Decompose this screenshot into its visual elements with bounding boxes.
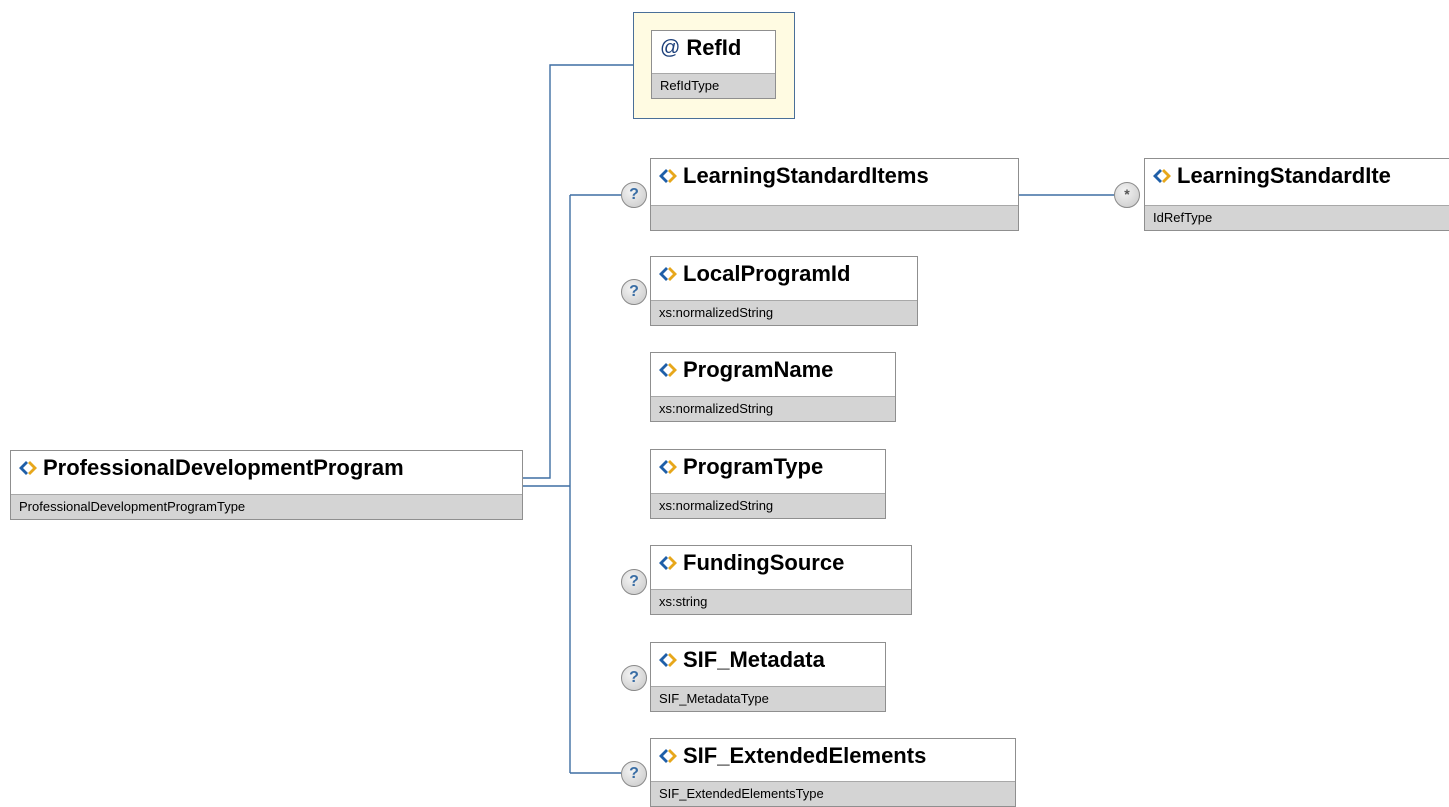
attribute-type: RefIdType bbox=[652, 73, 775, 98]
child-element-sif-extendedelements[interactable]: SIF_ExtendedElements SIF_ExtendedElement… bbox=[650, 738, 1016, 807]
child-element-programname[interactable]: ProgramName xs:normalizedString bbox=[650, 352, 896, 422]
attribute-group: @ RefId RefIdType bbox=[633, 12, 795, 119]
child-element-type: xs:normalizedString bbox=[651, 396, 895, 421]
child-element-sif-metadata[interactable]: SIF_Metadata SIF_MetadataType bbox=[650, 642, 886, 712]
element-icon bbox=[659, 653, 677, 667]
element-icon bbox=[659, 267, 677, 281]
attribute-name: RefId bbox=[686, 35, 742, 60]
child-element-type: SIF_MetadataType bbox=[651, 686, 885, 711]
optional-badge-icon: ? bbox=[621, 569, 647, 595]
child-element-name: SIF_ExtendedElements bbox=[683, 743, 927, 768]
child-element-learningstandarditems[interactable]: LearningStandardItems bbox=[650, 158, 1019, 231]
optional-badge-icon: ? bbox=[621, 279, 647, 305]
optional-badge-icon: ? bbox=[621, 761, 647, 787]
child-element-name: ProgramName bbox=[683, 357, 834, 382]
element-icon bbox=[659, 556, 677, 570]
element-icon bbox=[19, 461, 37, 475]
grandchild-element-learningstandarditem[interactable]: LearningStandardIte IdRefType bbox=[1144, 158, 1449, 231]
child-element-type: xs:string bbox=[651, 589, 911, 614]
multiplicity-badge-icon: * bbox=[1114, 182, 1140, 208]
child-element-localprogramid[interactable]: LocalProgramId xs:normalizedString bbox=[650, 256, 918, 326]
child-element-programtype[interactable]: ProgramType xs:normalizedString bbox=[650, 449, 886, 519]
element-icon bbox=[659, 749, 677, 763]
child-element-type: xs:normalizedString bbox=[651, 300, 917, 325]
element-icon bbox=[659, 460, 677, 474]
child-element-name: FundingSource bbox=[683, 550, 845, 575]
attribute-box[interactable]: @ RefId RefIdType bbox=[651, 30, 776, 99]
element-icon bbox=[1153, 169, 1171, 183]
child-element-type: SIF_ExtendedElementsType bbox=[651, 781, 1015, 806]
element-icon bbox=[659, 169, 677, 183]
child-element-name: SIF_Metadata bbox=[683, 647, 825, 672]
grandchild-element-type: IdRefType bbox=[1145, 205, 1449, 230]
root-element-box[interactable]: ProfessionalDevelopmentProgram Professio… bbox=[10, 450, 523, 520]
child-element-name: ProgramType bbox=[683, 454, 824, 479]
child-element-type: xs:normalizedString bbox=[651, 493, 885, 518]
grandchild-element-name: LearningStandardIte bbox=[1177, 163, 1391, 188]
child-element-type bbox=[651, 205, 1018, 230]
child-element-name: LearningStandardItems bbox=[683, 163, 929, 188]
child-element-fundingsource[interactable]: FundingSource xs:string bbox=[650, 545, 912, 615]
element-icon bbox=[659, 363, 677, 377]
root-element-type: ProfessionalDevelopmentProgramType bbox=[11, 494, 522, 519]
optional-badge-icon: ? bbox=[621, 182, 647, 208]
attribute-at-icon: @ bbox=[660, 36, 681, 59]
child-element-name: LocalProgramId bbox=[683, 261, 851, 286]
root-element-name: ProfessionalDevelopmentProgram bbox=[43, 455, 404, 480]
optional-badge-icon: ? bbox=[621, 665, 647, 691]
